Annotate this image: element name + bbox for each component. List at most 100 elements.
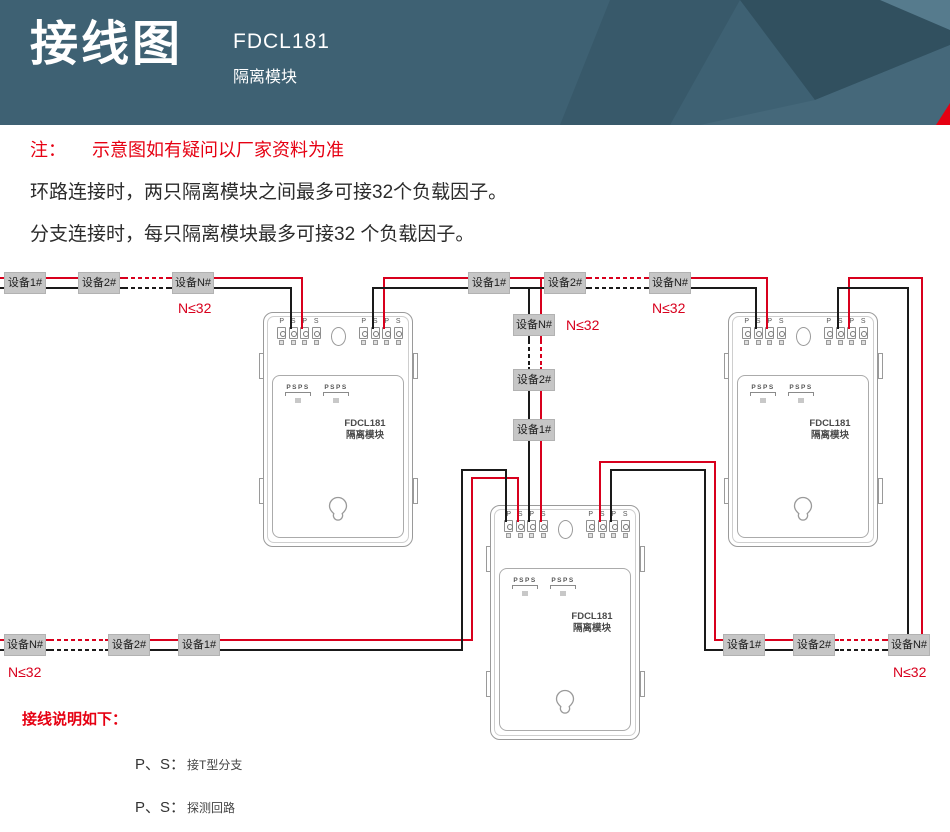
ps-group: PSPS xyxy=(323,384,349,403)
device-count-limit: N≤32 xyxy=(8,664,42,680)
ps-note-mark xyxy=(798,398,804,403)
page-title: 接线图 xyxy=(30,18,184,71)
facet-shape xyxy=(740,0,950,100)
note-warning-text: 示意图如有疑问以厂家资料为准 xyxy=(92,140,344,160)
product-model: FDCL181 xyxy=(233,30,330,53)
mounting-tab xyxy=(413,353,418,379)
product-identity: FDCL181 隔离模块 xyxy=(233,30,330,87)
facet-shape xyxy=(880,0,950,30)
module-type-text: 隔离模块 xyxy=(572,623,611,634)
screw-terminal xyxy=(742,327,751,345)
mounting-tab xyxy=(724,353,729,379)
terminal-foot xyxy=(384,340,389,345)
terminal-letter-label: P xyxy=(588,511,594,518)
screw-terminal xyxy=(765,327,774,345)
legend-title: 接线说明如下： xyxy=(22,711,128,728)
ps-note-mark xyxy=(522,591,528,596)
screw-terminal xyxy=(300,327,309,345)
device-box: 设备1# xyxy=(513,419,555,441)
ps-note-mark xyxy=(560,591,566,596)
screw-terminal xyxy=(538,520,548,538)
mounting-tab xyxy=(486,671,491,697)
ps-group-label: PSPS xyxy=(751,384,775,391)
banner-facet-decoration xyxy=(560,0,950,125)
screw-terminal xyxy=(527,520,536,538)
terminal-foot xyxy=(290,340,296,345)
device-count-limit: N≤32 xyxy=(178,300,212,316)
ps-bracket xyxy=(788,392,814,396)
terminal-letter-label: P xyxy=(529,511,535,518)
terminal-foot xyxy=(313,340,319,345)
facet-shape xyxy=(560,0,740,125)
ps-group-label: PSPS xyxy=(789,384,813,391)
terminal-letter-label: P xyxy=(767,318,773,325)
terminal-foot xyxy=(529,533,534,538)
screw-icon xyxy=(527,520,536,532)
ps-note-mark xyxy=(760,398,766,403)
screw-terminal xyxy=(359,327,368,345)
ps-bracket xyxy=(285,392,311,396)
module-model-text: FDCL181 xyxy=(809,418,851,429)
module-type-text: 隔离模块 xyxy=(345,430,384,441)
ps-group: PSPS xyxy=(285,384,311,403)
module-model-text: FDCL181 xyxy=(571,611,613,622)
terminal-letter-label: S xyxy=(778,318,784,325)
legend-desc: 接T型分支 xyxy=(187,758,243,772)
screw-icon xyxy=(765,327,774,339)
terminal-letter-label: P xyxy=(361,318,367,325)
ps-group: PSPS xyxy=(750,384,776,403)
terminal-letter-label: P xyxy=(302,318,308,325)
ps-bracket xyxy=(750,392,776,396)
screw-terminal xyxy=(586,520,595,538)
legend-desc: 探测回路 xyxy=(187,801,236,815)
ps-group-label: PSPS xyxy=(513,577,537,584)
mounting-tab xyxy=(259,353,264,379)
terminal-foot xyxy=(279,340,284,345)
screw-icon xyxy=(359,327,368,339)
legend-term: P、S： xyxy=(135,756,186,773)
legend-item-loop: P、S：探测回路 xyxy=(135,796,242,817)
screw-terminal xyxy=(311,327,321,345)
terminal-foot xyxy=(588,533,593,538)
module-model-text: FDCL181 xyxy=(344,418,386,429)
terminal-letter-label: S xyxy=(540,511,546,518)
red-accent-shape xyxy=(936,103,950,125)
ps-group-label: PSPS xyxy=(286,384,310,391)
terminal-foot xyxy=(302,340,307,345)
device-box: 设备2# xyxy=(513,369,555,391)
terminal-row xyxy=(276,327,323,345)
screw-terminal xyxy=(776,327,786,345)
screw-icon xyxy=(311,327,321,339)
screw-icon xyxy=(824,327,833,339)
screw-terminal xyxy=(753,327,763,345)
module-type-text: 隔离模块 xyxy=(810,430,849,441)
ps-note-mark xyxy=(333,398,339,403)
facet-shape xyxy=(700,45,950,125)
note-loop-rule: 环路连接时，两只隔离模块之间最多可接32个负载因子。 xyxy=(30,182,508,203)
terminal-foot xyxy=(767,340,772,345)
terminal-row xyxy=(741,327,788,345)
mounting-tab xyxy=(640,671,645,697)
screw-terminal xyxy=(824,327,833,345)
header-banner: 接线图 FDCL181 隔离模块 xyxy=(0,0,950,125)
note-warning: 注：示意图如有疑问以厂家资料为准 xyxy=(30,136,507,162)
terminal-foot xyxy=(826,340,831,345)
terminal-foot xyxy=(395,340,401,345)
ps-terminal-labels: PSPS PSPS xyxy=(285,384,349,403)
screw-icon xyxy=(300,327,309,339)
notes: 注：示意图如有疑问以厂家资料为准 环路连接时，两只隔离模块之间最多可接32个负载… xyxy=(30,136,507,261)
terminal-letter-label: S xyxy=(313,318,319,325)
device-count-limit: N≤32 xyxy=(566,317,600,333)
ps-group-label: PSPS xyxy=(324,384,348,391)
mounting-hole xyxy=(331,327,346,346)
legend-item-branch: P、S：接T型分支 xyxy=(135,753,242,774)
ps-group: PSPS xyxy=(788,384,814,403)
screw-terminal xyxy=(277,327,286,345)
terminal-foot xyxy=(778,340,784,345)
